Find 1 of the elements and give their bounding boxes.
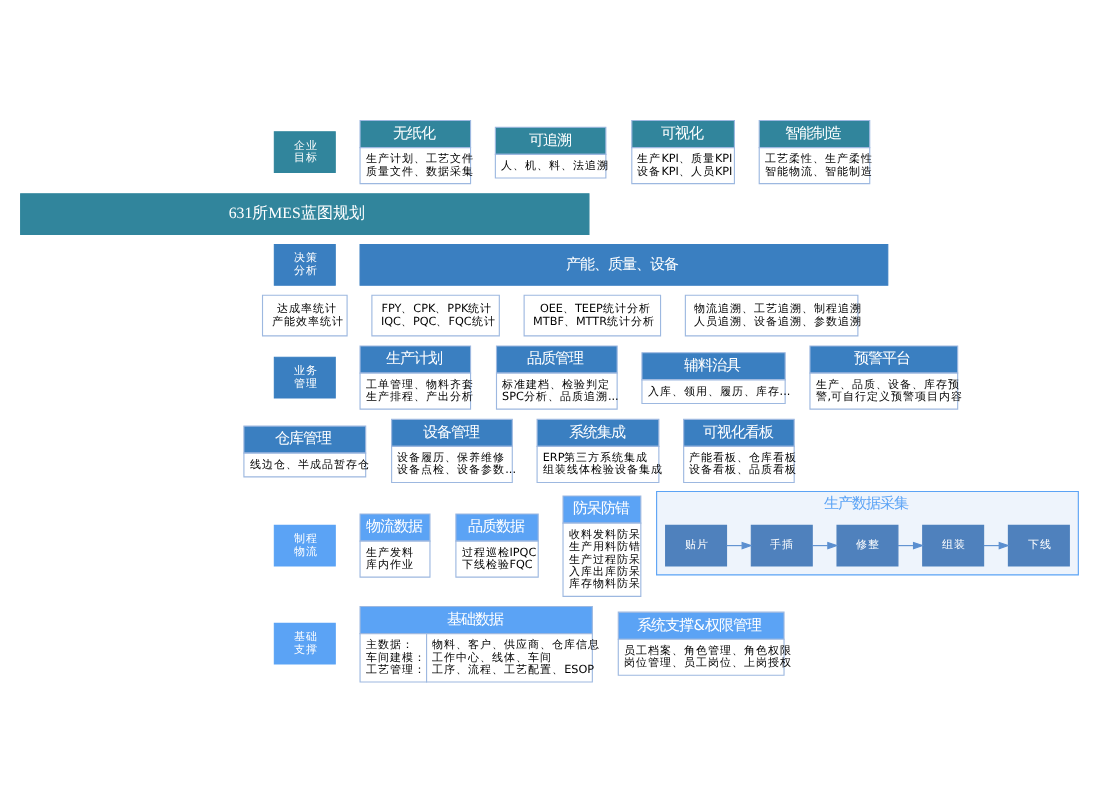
node-box: 631所MES蓝图规划 [20, 192, 590, 234]
